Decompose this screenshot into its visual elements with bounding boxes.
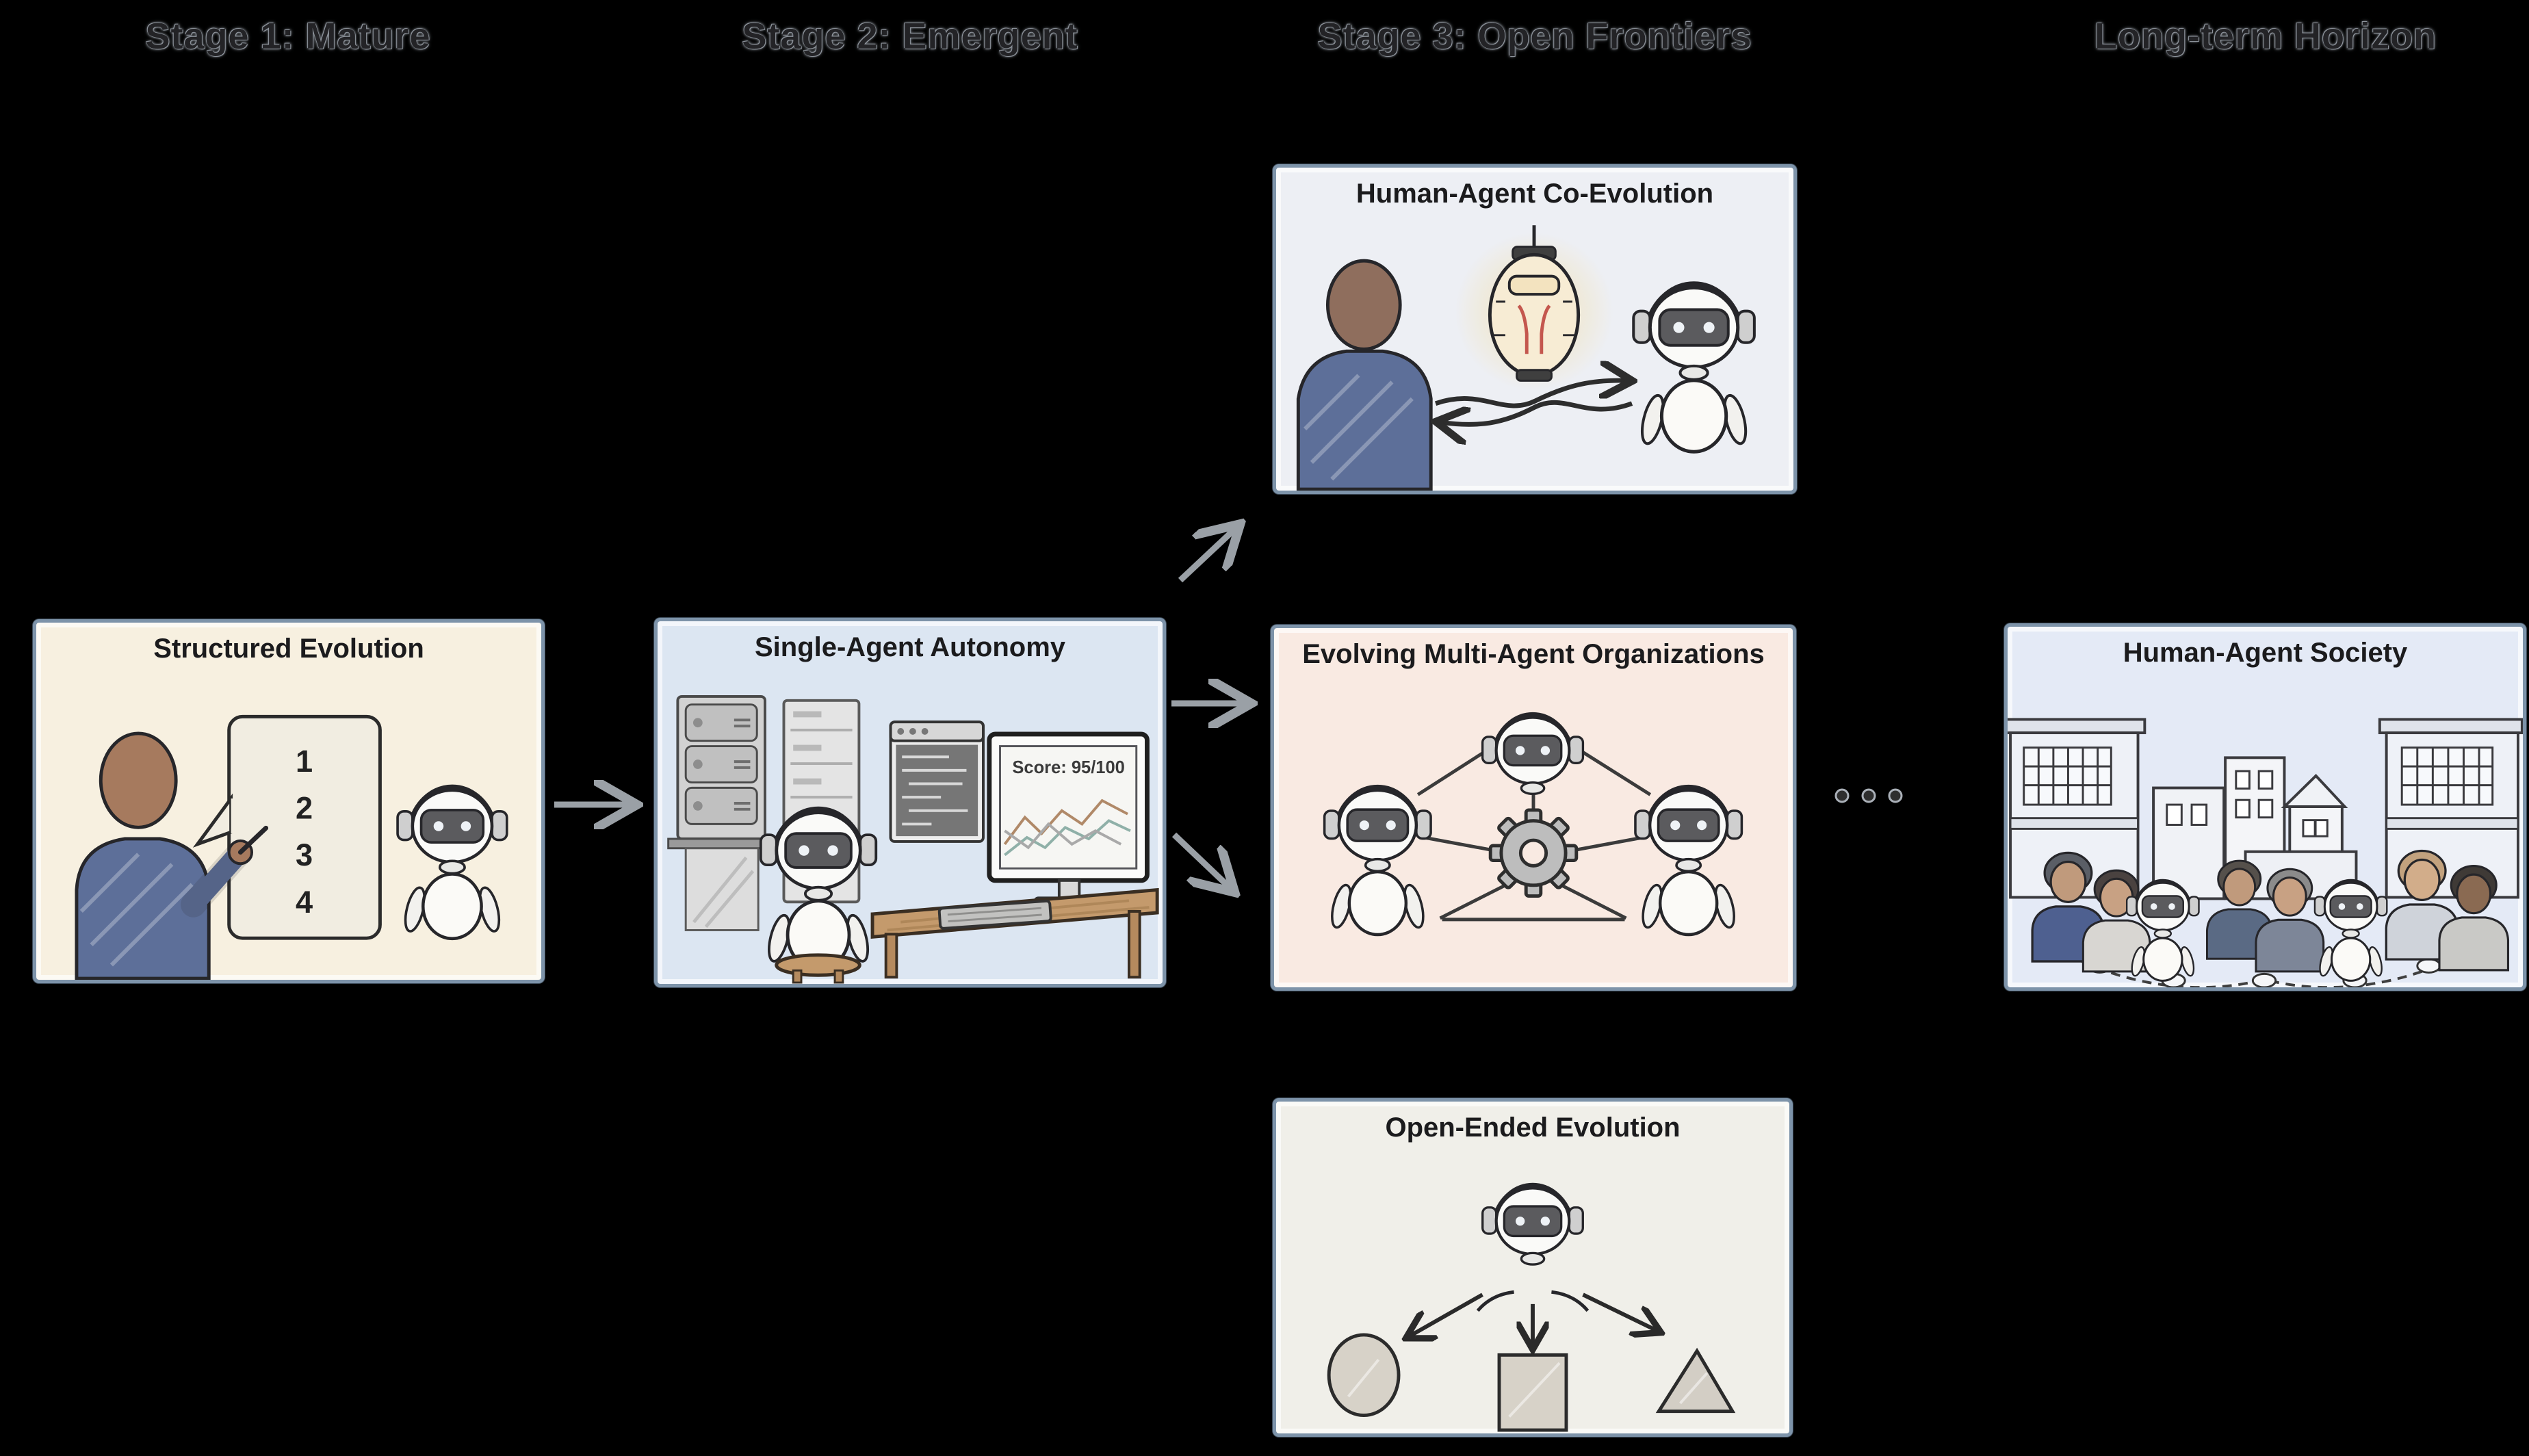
svg-text:4: 4 — [296, 885, 313, 920]
panel-human-agent-society: Human-Agent Society — [2004, 623, 2526, 991]
person-icon — [1296, 259, 1433, 491]
robot-icon — [1635, 788, 1741, 935]
stage-header-2: Stage 2: Emergent — [742, 16, 1078, 57]
panel-title: Human-Agent Co-Evolution — [1356, 179, 1714, 209]
person-icon — [75, 731, 269, 980]
filament-icon — [1517, 304, 1551, 354]
circle-shape — [1327, 1333, 1401, 1417]
open-ended-evolution-illustration — [1327, 1102, 1736, 1432]
triangle-shape — [1655, 1347, 1736, 1414]
panel-evolving-multi-agent-organizations: Evolving Multi-Agent Organizations — [1271, 625, 1796, 991]
panel-title: Open-Ended Evolution — [1385, 1113, 1681, 1143]
arrow-stage2-to-coevolution — [1178, 528, 1236, 583]
robot-shoulders — [1476, 1290, 1590, 1312]
monitor-icon: Score: 95/100 — [987, 731, 1150, 909]
arrow-stage2-to-openended — [1171, 832, 1230, 888]
svg-text:2: 2 — [296, 791, 313, 826]
code-window-icon — [889, 720, 985, 843]
stage-header-1: Stage 1: Mature — [145, 16, 431, 57]
gear-icon — [1488, 808, 1579, 898]
chart-line-tan — [1003, 798, 1128, 846]
desk-icon — [870, 887, 1159, 979]
branch-arrows — [1410, 1292, 1658, 1345]
robot-icon — [1483, 1186, 1583, 1264]
panel-human-agent-coevolution: Human-Agent Co-Evolution — [1273, 164, 1797, 494]
panel-structured-evolution: Structured Evolution 1 2 3 4 — [33, 619, 545, 983]
panel-title: Human-Agent Society — [2123, 638, 2408, 668]
stool-icon — [775, 953, 861, 984]
stage-header-3: Stage 3: Open Frontiers — [1317, 16, 1752, 57]
panel-single-agent-autonomy: Single-Agent Autonomy — [654, 618, 1166, 987]
single-agent-autonomy-illustration: Score: 95/100 — [667, 694, 1159, 984]
svg-text:1: 1 — [296, 744, 313, 779]
robot-icon — [2315, 881, 2387, 980]
human-agent-society-illustration — [2008, 718, 2523, 987]
panel-title: Evolving Multi-Agent Organizations — [1302, 639, 1765, 669]
panel-title: Single-Agent Autonomy — [754, 632, 1066, 662]
multi-agent-organizations-illustration — [1274, 628, 1793, 987]
chart-line-teal — [1004, 819, 1131, 857]
panel-title: Structured Evolution — [153, 634, 424, 664]
robot-icon — [1633, 285, 1754, 452]
keyboard-icon — [937, 899, 1052, 930]
numbered-list-bubble-icon: 1 2 3 4 — [192, 714, 382, 940]
structured-evolution-illustration: 1 2 3 4 — [75, 714, 541, 980]
robot-icon — [398, 788, 507, 939]
lantern-icon — [1455, 225, 1613, 391]
twist-arrows-icon — [1436, 380, 1632, 424]
score-label: Score: 95/100 — [1012, 758, 1124, 777]
stage-header-4: Long-term Horizon — [2094, 16, 2437, 57]
panel-open-ended-evolution: Open-Ended Evolution — [1273, 1098, 1793, 1437]
human-agent-coevolution-illustration — [1296, 225, 1793, 491]
svg-text:3: 3 — [296, 837, 313, 872]
pen-icon — [237, 825, 269, 855]
robot-icon — [1325, 788, 1431, 935]
chart-line-gray — [1004, 822, 1122, 850]
robot-icon — [1483, 715, 1583, 794]
ellipsis-icon — [1834, 788, 1903, 803]
